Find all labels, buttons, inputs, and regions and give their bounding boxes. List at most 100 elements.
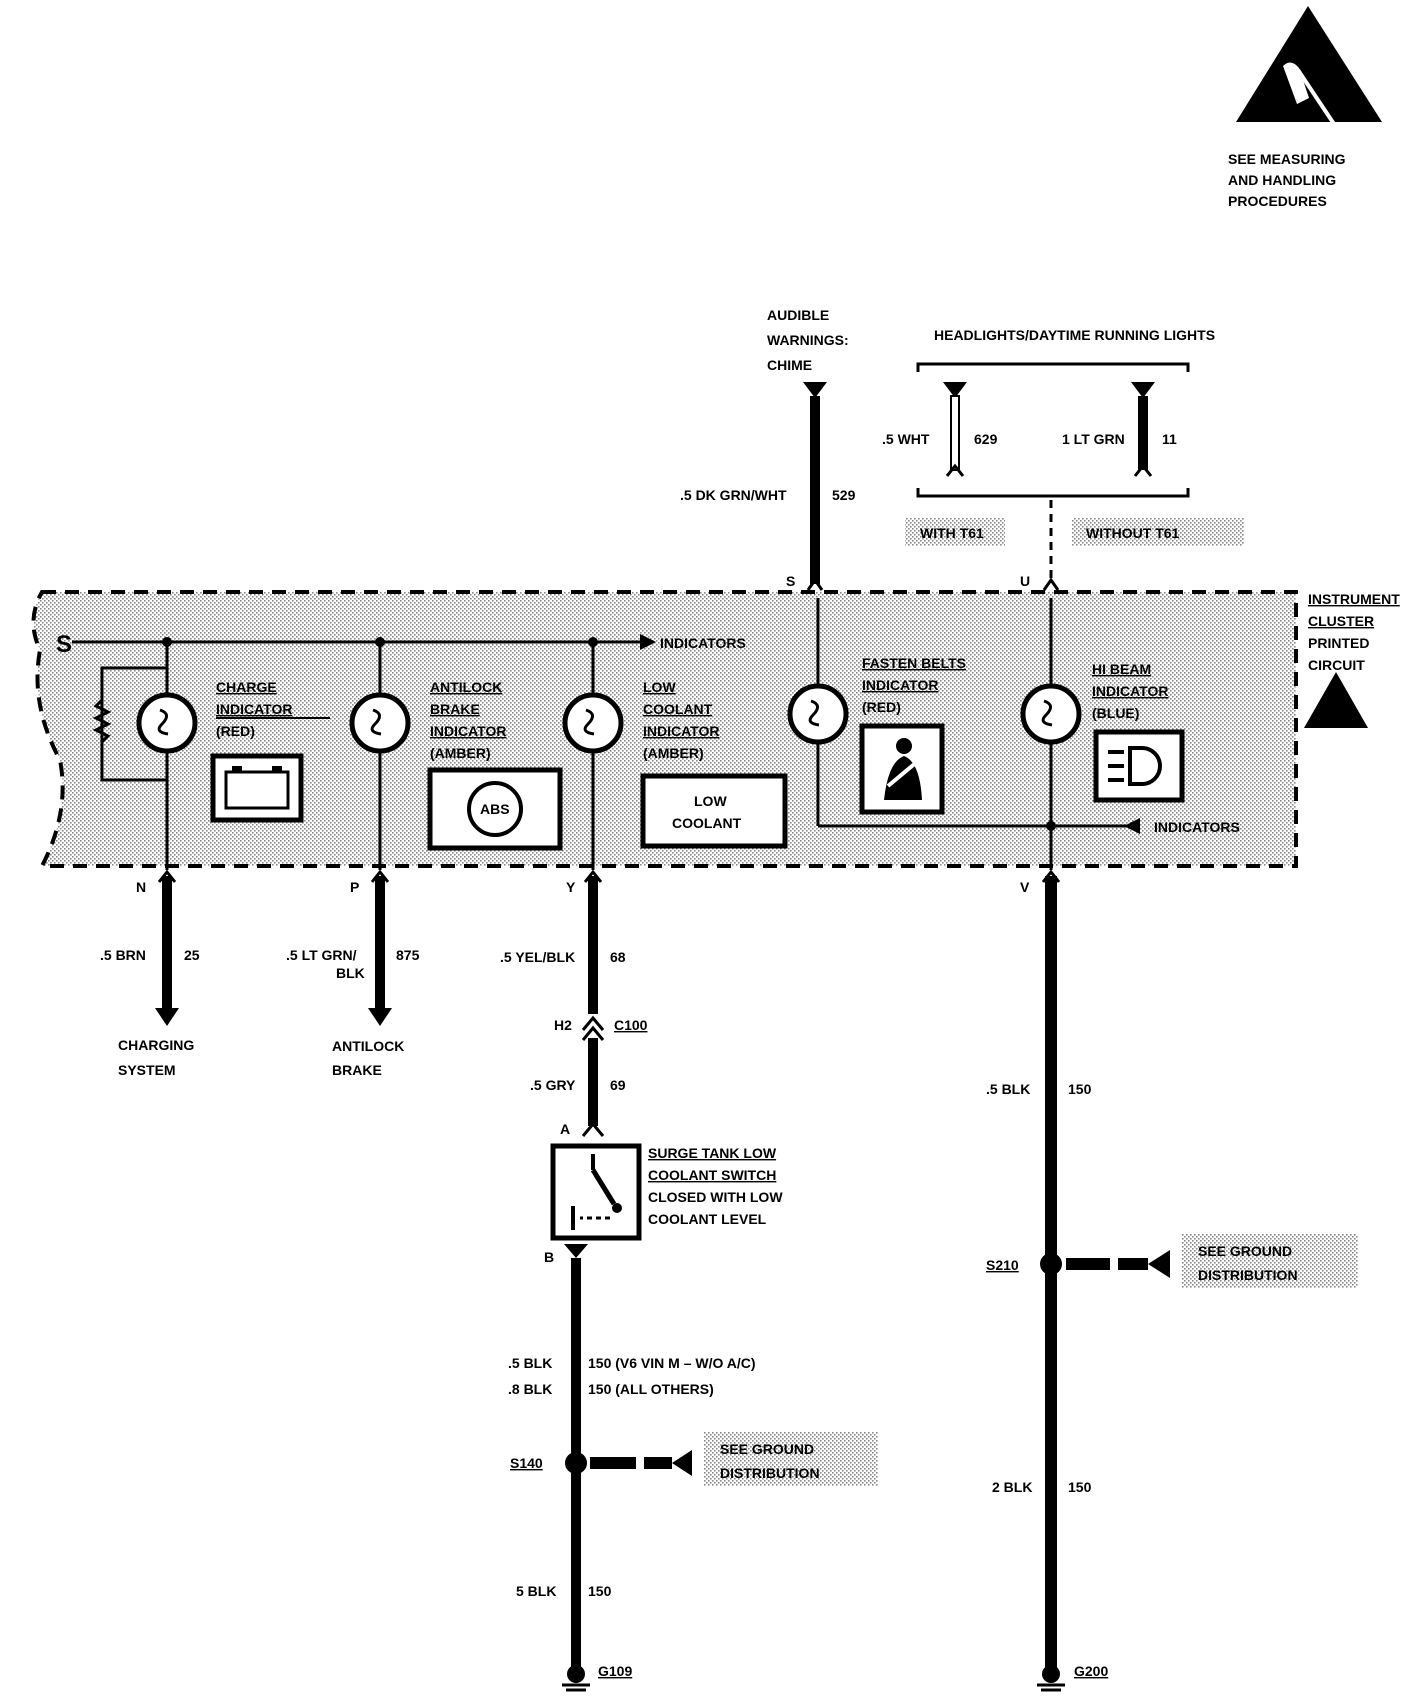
see-ground-left-2: DISTRIBUTION (720, 1465, 820, 1481)
belts-label-2: INDICATOR (862, 677, 938, 693)
audible-label-3: CHIME (767, 357, 812, 373)
wire-25-circuit: 25 (184, 947, 200, 963)
headlight-wire-11 (1131, 382, 1155, 477)
esd-notice-line1: SEE MEASURING (1228, 151, 1346, 167)
connector-name-c100: C100 (614, 1017, 648, 1033)
abs-label-1: ANTILOCK (430, 679, 502, 695)
coolant-icon-text-2: COOLANT (672, 815, 742, 831)
indicators-bus-top: INDICATORS (660, 635, 746, 651)
ground-g200-icon (1037, 1665, 1065, 1692)
abs-label-2: BRAKE (430, 701, 480, 717)
hibeam-bulb-icon (1020, 598, 1082, 870)
abs-icon: ABS (427, 767, 563, 851)
splice-s140 (565, 1452, 587, 1474)
switch-label-4: COOLANT LEVEL (648, 1211, 767, 1227)
coolant-label-4: (AMBER) (643, 745, 704, 761)
ground-g109-label: G109 (598, 1663, 632, 1679)
charge-bulb-icon (136, 642, 198, 870)
wire-69-circuit: 69 (610, 1077, 626, 1093)
coolant-bulb-icon (562, 642, 624, 870)
hibeam-label-1: HI BEAM (1092, 661, 1151, 677)
headlamp-icon (1093, 729, 1185, 803)
pin-n: N (136, 879, 146, 895)
belts-label-3: (RED) (862, 699, 901, 715)
esd-warning-icon (1236, 6, 1382, 132)
ground-g109-icon (562, 1665, 590, 1692)
wire-25-gauge: .5 BRN (100, 947, 146, 963)
cluster-label-3: PRINTED (1308, 635, 1369, 651)
hibeam-label-3: (BLUE) (1092, 705, 1139, 721)
abs-label-3: INDICATOR (430, 723, 506, 739)
switch-pin-b: B (544, 1249, 554, 1265)
splice-s-symbol: S (56, 631, 72, 658)
ground-g200-label: G200 (1074, 1663, 1108, 1679)
coolant-label-1: LOW (643, 679, 676, 695)
headlights-title: HEADLIGHTS/DAYTIME RUNNING LIGHTS (934, 327, 1215, 343)
audible-label-1: AUDIBLE (767, 307, 829, 323)
seatbelt-icon (859, 723, 945, 815)
pin-v: V (1020, 879, 1030, 895)
wire-629-circuit: 629 (974, 431, 998, 447)
wire-11-gauge: 1 LT GRN (1062, 431, 1125, 447)
see-ground-right-1: SEE GROUND (1198, 1243, 1292, 1259)
charge-label-3: (RED) (216, 723, 255, 739)
chime-wire (803, 382, 827, 591)
wire-11-circuit: 11 (1162, 431, 1177, 447)
chime-wire-circuit: 529 (832, 487, 856, 503)
abs-bulb-icon (349, 642, 411, 870)
splice-s210-label: S210 (986, 1257, 1019, 1273)
abs-label-4: (AMBER) (430, 745, 491, 761)
splice-s140-label: S140 (510, 1455, 543, 1471)
wire-150-right-gauge-2: 2 BLK (992, 1479, 1032, 1495)
wire-629-gauge: .5 WHT (882, 431, 930, 447)
splice-s210 (1040, 1253, 1062, 1275)
wire-150-left-circuit-1: 150 (V6 VIN M – W/O A/C) (588, 1355, 756, 1371)
coolant-label-2: COOLANT (643, 701, 713, 717)
cluster-label-4: CIRCUIT (1308, 657, 1365, 673)
wire-69-gauge: .5 GRY (530, 1077, 576, 1093)
pin-p: P (350, 879, 359, 895)
wire-150-right-gauge-1: .5 BLK (986, 1081, 1030, 1097)
charge-label-2: INDICATOR (216, 701, 292, 717)
esd-small-icon (1304, 672, 1368, 728)
antilock-dest-2: BRAKE (332, 1062, 382, 1078)
hibeam-label-2: INDICATOR (1092, 683, 1168, 699)
wire-150-left-gauge-2: .8 BLK (508, 1381, 552, 1397)
switch-label-3: CLOSED WITH LOW (648, 1189, 783, 1205)
wire-875-circuit: 875 (396, 947, 420, 963)
charge-label-1: CHARGE (216, 679, 277, 695)
abs-icon-text: ABS (480, 801, 510, 817)
indicators-bus-bottom: INDICATORS (1154, 819, 1240, 835)
belts-label-1: FASTEN BELTS (862, 655, 966, 671)
wire-68-gauge: .5 YEL/BLK (500, 949, 575, 965)
battery-icon (210, 753, 304, 823)
wire-875-gauge-2: BLK (336, 965, 365, 981)
switch-label-2: COOLANT SWITCH (648, 1167, 776, 1183)
switch-pin-a: A (560, 1121, 570, 1137)
wire-150-left-circuit-3: 150 (588, 1583, 612, 1599)
option-without-t61: WITHOUT T61 (1086, 525, 1180, 541)
wire-150-left-gauge-1: .5 BLK (508, 1355, 552, 1371)
cluster-outline (31, 590, 1298, 868)
headlight-wire-629 (943, 382, 967, 477)
pin-y: Y (566, 879, 576, 895)
connector-pin-h2: H2 (554, 1017, 572, 1033)
pin-s: S (786, 573, 795, 589)
coolant-label-3: INDICATOR (643, 723, 719, 739)
see-ground-right-2: DISTRIBUTION (1198, 1267, 1298, 1283)
wire-150-left-circuit-2: 150 (ALL OTHERS) (588, 1381, 714, 1397)
charging-dest-1: CHARGING (118, 1037, 194, 1053)
switch-label-1: SURGE TANK LOW (648, 1145, 777, 1161)
coolant-switch-icon (550, 1143, 642, 1241)
coolant-icon-text-1: LOW (694, 793, 727, 809)
connector-c100 (581, 1015, 605, 1041)
cluster-label-2: CLUSTER (1308, 613, 1374, 629)
wire-150-right-circuit-1: 150 (1068, 1081, 1092, 1097)
pin-u: U (1020, 573, 1030, 589)
esd-notice-line3: PROCEDURES (1228, 193, 1327, 209)
charging-dest-2: SYSTEM (118, 1062, 176, 1078)
wire-150-left-gauge-3: 5 BLK (516, 1583, 556, 1599)
option-with-t61: WITH T61 (920, 525, 984, 541)
cluster-label-1: INSTRUMENT (1308, 591, 1400, 607)
